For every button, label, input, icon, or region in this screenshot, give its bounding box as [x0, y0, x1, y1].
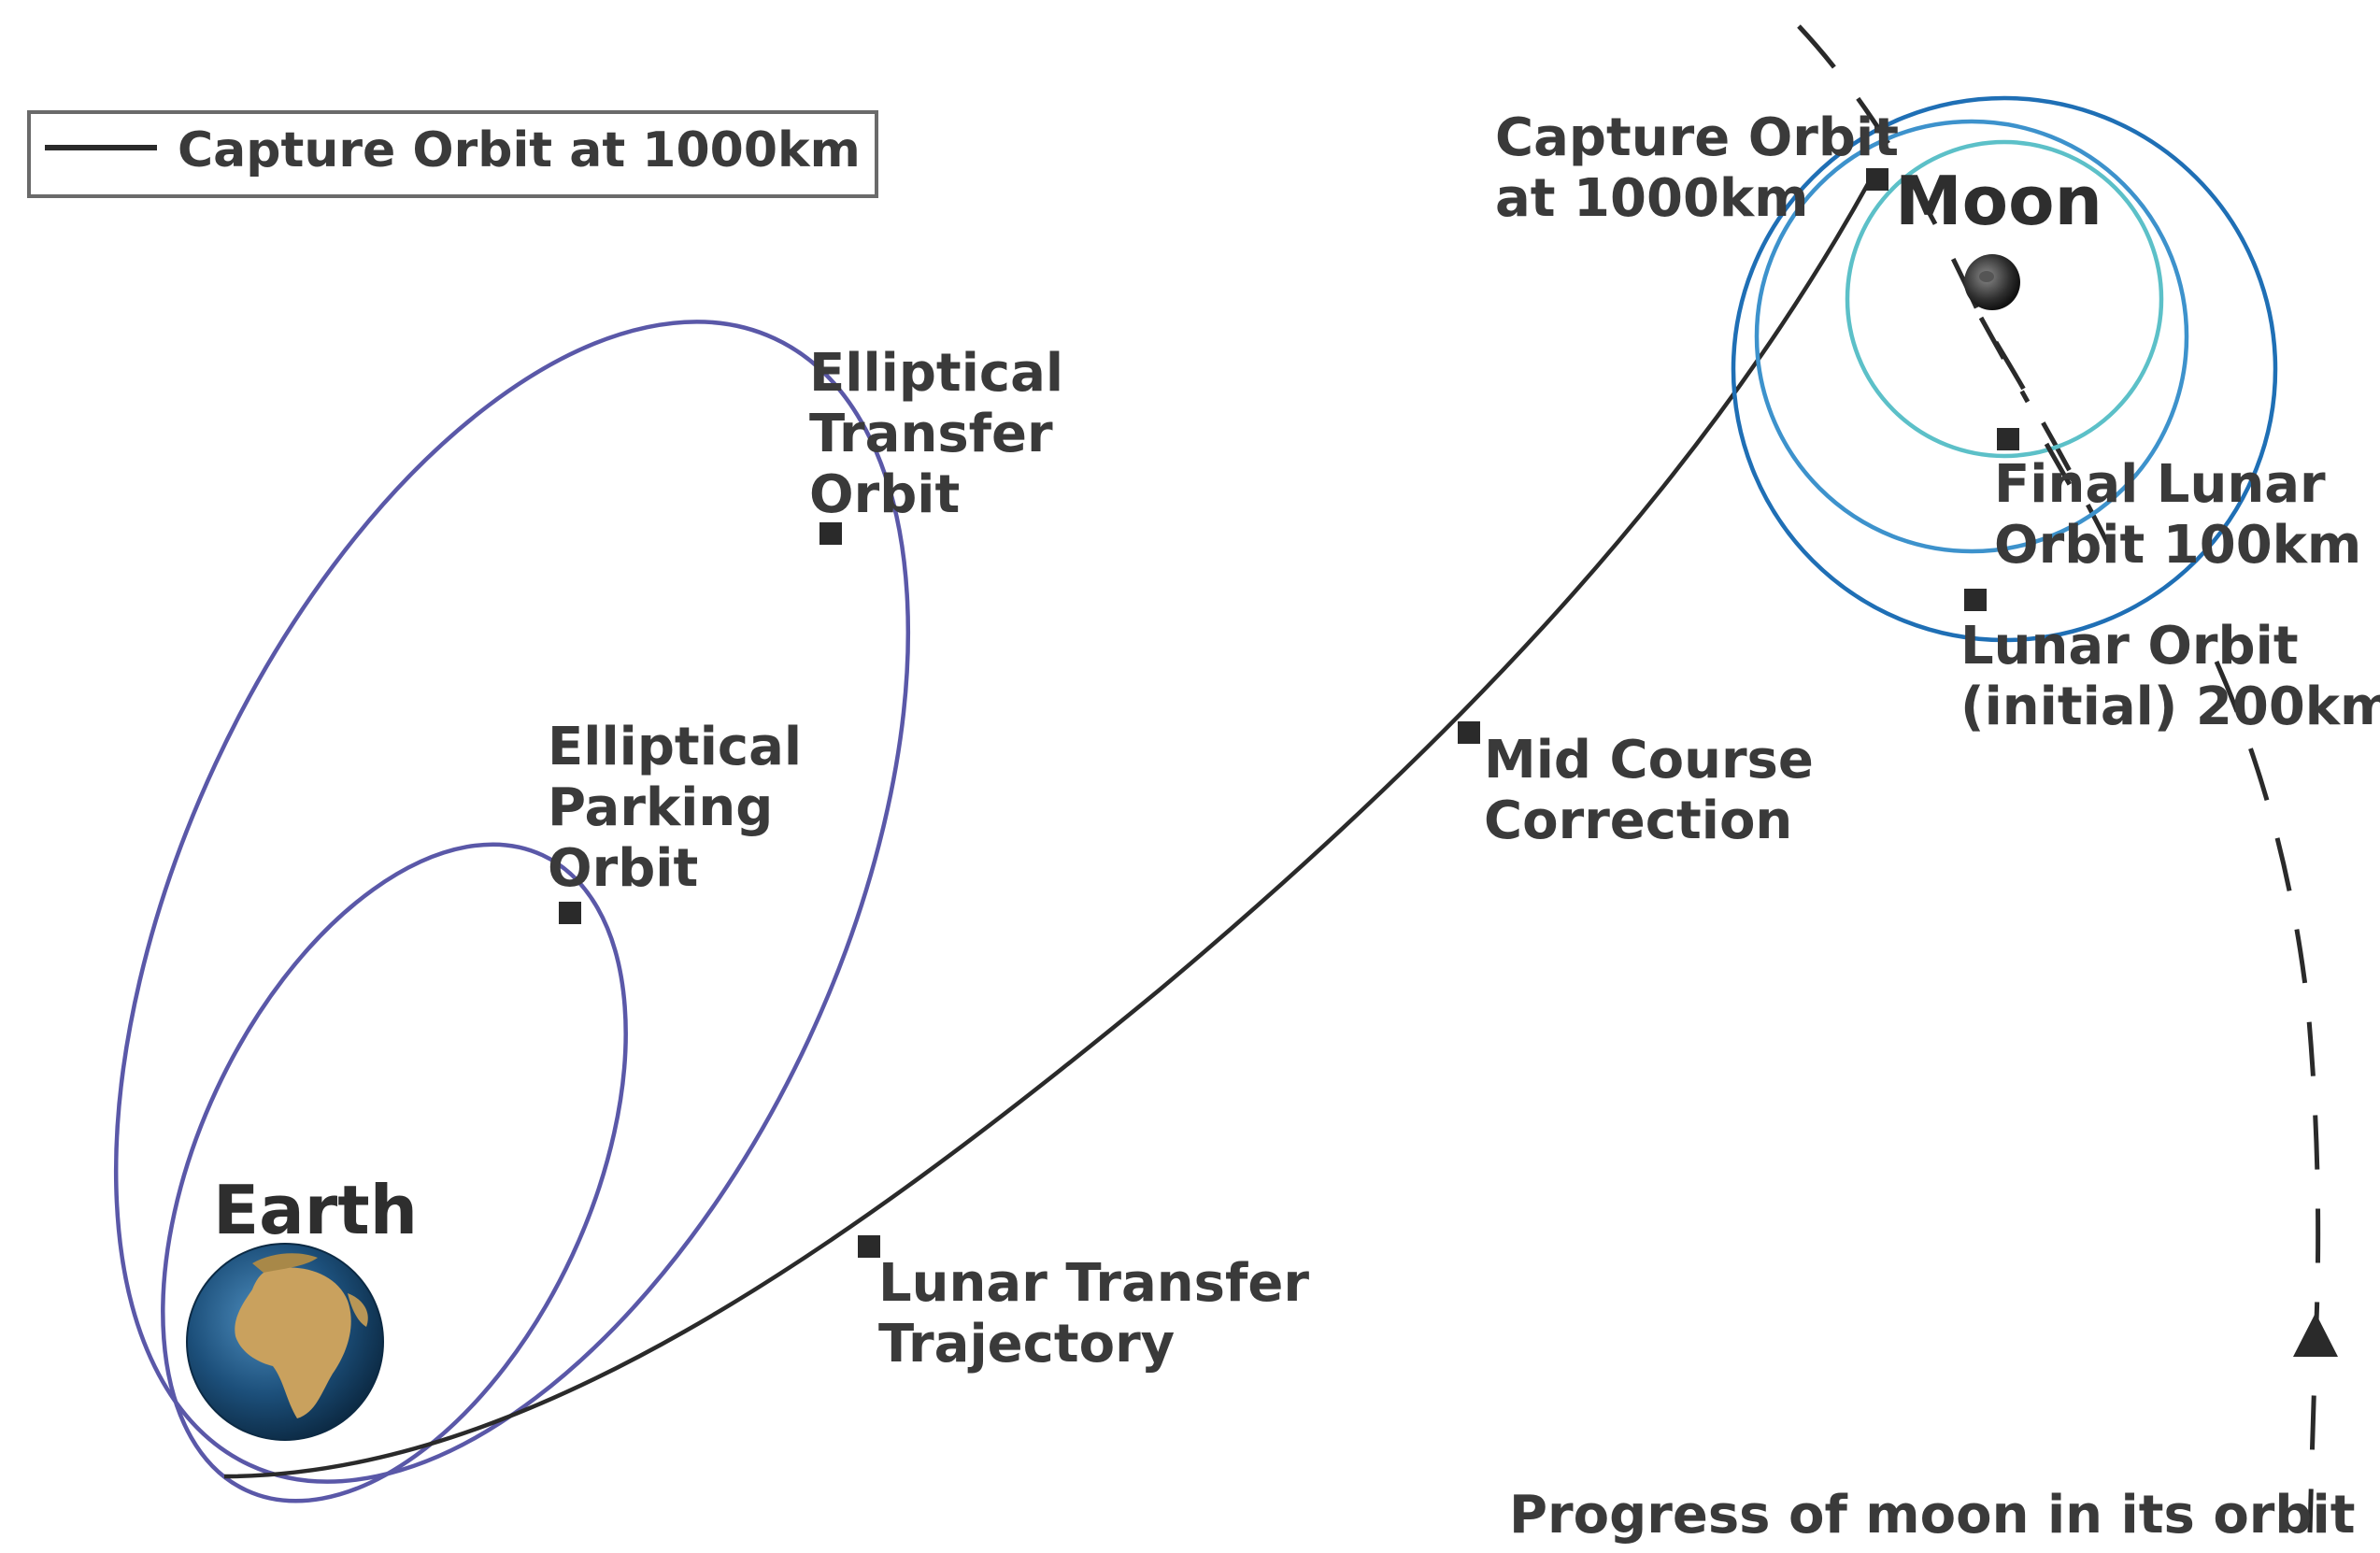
legend-box [27, 110, 878, 198]
elliptical-transfer-orbit [113, 320, 911, 1484]
waypoint-markers [559, 168, 2019, 1258]
moon-body [1964, 254, 2020, 310]
legend-label: Capture Orbit at 1000km [178, 122, 861, 178]
label-lunar-transfer: Lunar Transfer Trajectory [878, 1253, 1327, 1375]
marker-capture-orbit [1866, 168, 1888, 191]
marker-lunar-initial [1964, 589, 1987, 611]
lunar-orbit-200km [1731, 95, 2278, 643]
labels: Earth Moon Elliptical Transfer Orbit Ell… [213, 107, 2380, 1546]
elliptical-parking-orbit [161, 842, 628, 1503]
marker-final-lunar [1997, 428, 2019, 450]
earth-landmass-europe [252, 1253, 318, 1273]
marker-elliptical-transfer [819, 522, 842, 545]
label-mid-course: Mid Course Correction [1484, 730, 1831, 851]
label-moon: Moon [1895, 162, 2102, 240]
moon-axis-dashed [1978, 316, 2087, 511]
legend: Capture Orbit at 1000km [27, 110, 878, 198]
label-final-lunar: Final Lunar Orbit 100km [1994, 454, 2361, 576]
label-elliptical-parking: Elliptical Parking Orbit [548, 717, 820, 899]
marker-mid-course [1458, 721, 1480, 744]
lunar-orbit-intermediate [1754, 119, 2189, 554]
marker-lunar-transfer [858, 1235, 880, 1258]
moon-orbit-lower-dashed [2214, 660, 2321, 1533]
marker-elliptical-parking [559, 902, 581, 924]
earth-globe [186, 1243, 384, 1441]
lunar-transfer-trajectory [223, 180, 1871, 1479]
moon-crater [1979, 271, 1994, 282]
lunar-orbits [1731, 95, 2278, 643]
label-earth: Earth [213, 1171, 418, 1249]
label-moon-progress: Progress of moon in its orbit [1509, 1485, 2355, 1546]
label-capture-orbit: Capture Orbit at 1000km [1495, 107, 1917, 229]
label-lunar-initial: Lunar Orbit (initial) 200km [1960, 616, 2380, 737]
moon-progress-arrow-icon [2293, 1313, 2338, 1357]
earth-landmass-arabia [348, 1293, 368, 1327]
moon-orbit-path [1797, 24, 2321, 1533]
lunar-orbit-100km [1845, 139, 2164, 459]
earth-orbits [113, 320, 911, 1503]
label-elliptical-transfer: Elliptical Transfer Orbit [809, 343, 1082, 525]
earth-landmass-africa [235, 1267, 351, 1418]
